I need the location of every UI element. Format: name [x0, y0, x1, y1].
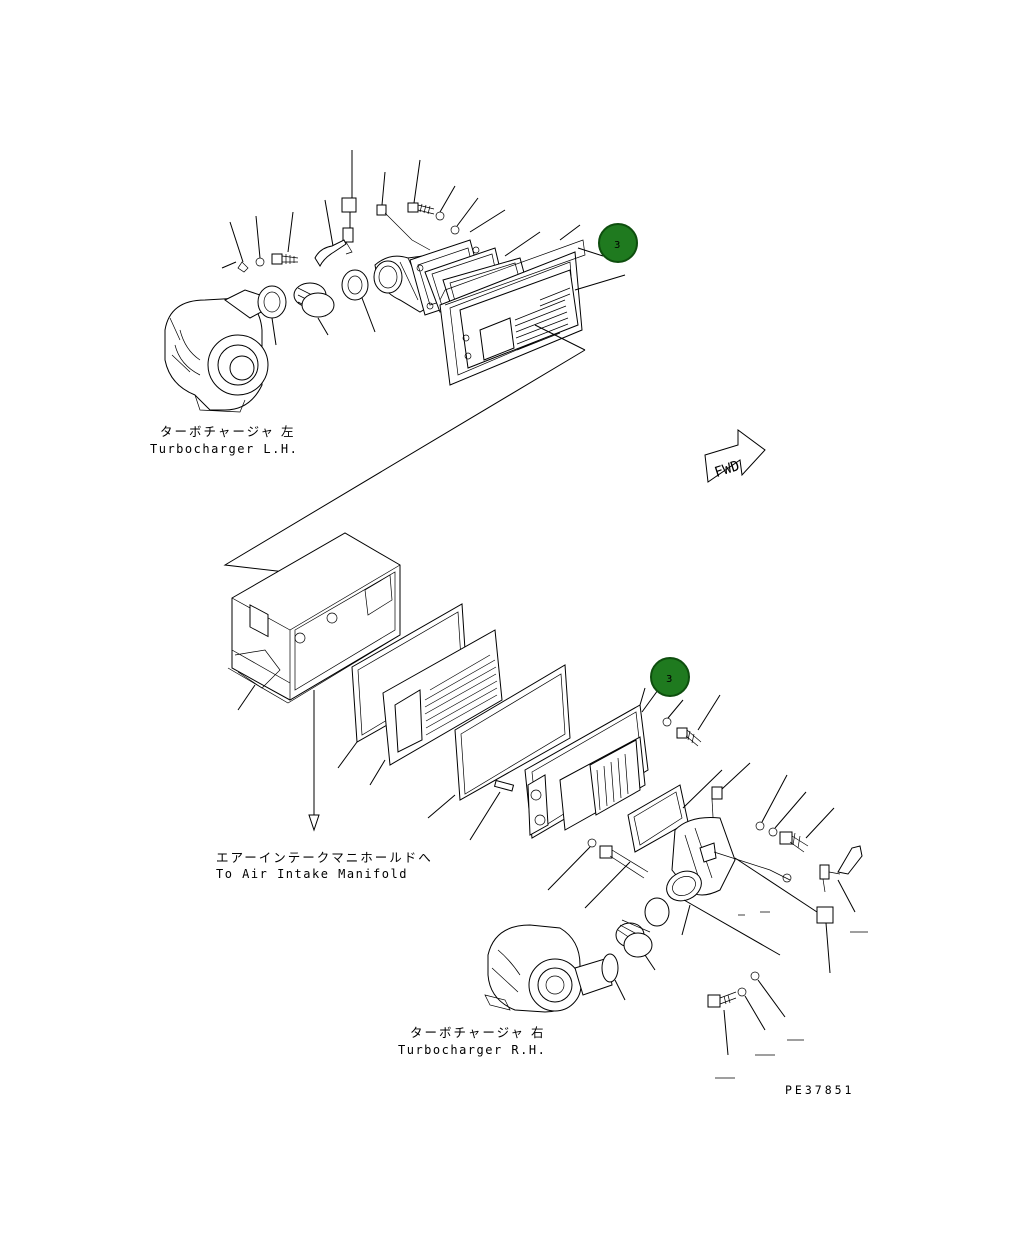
turbo-rh-label-jp: ターボチャージャ 右 — [410, 1025, 545, 1040]
hose-clamp-lh — [257, 285, 287, 346]
turbo-lh-label-en: Turbocharger L.H. — [150, 442, 298, 456]
manifold-label-en: To Air Intake Manifold — [216, 867, 408, 881]
leader-line — [223, 349, 586, 581]
aftercooler-core-lh — [459, 269, 626, 369]
callout-bottom[interactable]: 3 — [641, 657, 690, 713]
turbo-lh-label-jp: ターボチャージャ 左 — [160, 424, 295, 439]
manifold-label-jp: エアーインテークマニホールドへ — [216, 850, 433, 865]
bolts-bottom-right — [662, 694, 721, 747]
sensor-rh — [711, 762, 835, 853]
callout-top-text: 3 — [614, 240, 620, 251]
aftercooler-cover-rh — [524, 687, 649, 839]
hose-clamp-lh-2 — [341, 269, 376, 333]
callout-top[interactable]: 3 — [577, 223, 638, 263]
elbow-rh — [666, 817, 792, 956]
fwd-label: FWD — [713, 458, 742, 481]
dowel-pin — [469, 779, 515, 841]
hose-rh — [615, 897, 670, 971]
aftercooler-core-bottom — [369, 629, 503, 786]
small-bolts-lh — [221, 211, 299, 273]
intake-housing — [227, 532, 401, 832]
hose-lh — [293, 282, 335, 336]
turbocharger-rh — [484, 924, 626, 1013]
gasket-bottom-2 — [427, 664, 571, 819]
sensor-lh — [314, 150, 431, 268]
fwd-arrow: FWD — [704, 429, 766, 483]
turbocharger-lh — [164, 289, 269, 413]
sensor-rh-2 — [734, 845, 863, 974]
bolts-top-row — [407, 159, 479, 235]
turbo-rh-label-en: Turbocharger R.H. — [398, 1043, 546, 1057]
long-bolt — [547, 838, 649, 909]
bolts-lower-right — [707, 911, 868, 1079]
drawing-code: PE37851 — [785, 1083, 854, 1097]
callout-bottom-text: 3 — [666, 674, 672, 685]
